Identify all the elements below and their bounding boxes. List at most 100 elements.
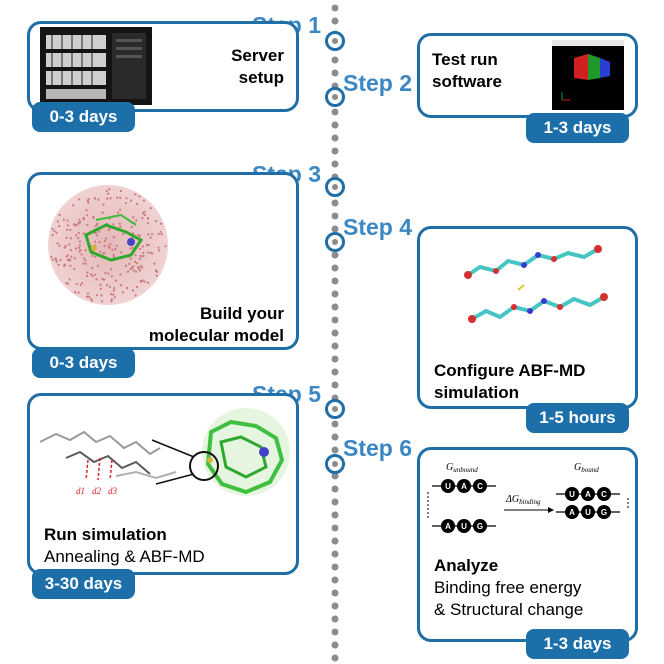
water-molecule <box>81 282 83 284</box>
water-molecule <box>114 296 116 298</box>
water-molecule <box>101 278 103 280</box>
water-molecule <box>140 280 142 282</box>
water-molecule <box>97 265 99 267</box>
timeline-dot <box>332 317 339 324</box>
step-4-label: Step 4 <box>343 216 412 239</box>
step-1-title: Server setup <box>231 45 284 89</box>
water-molecule <box>143 255 145 257</box>
timeline-dot <box>332 70 339 77</box>
water-molecule <box>74 257 76 259</box>
water-molecule <box>134 254 136 256</box>
water-molecule <box>76 283 78 285</box>
timeline-dot <box>332 369 339 376</box>
water-molecule <box>100 294 102 296</box>
timeline-dot <box>332 642 339 649</box>
water-molecule <box>80 284 82 286</box>
water-molecule <box>144 214 146 216</box>
water-molecule <box>77 223 79 225</box>
step-2-card: Test run software <box>417 33 638 118</box>
timeline-dot <box>332 213 339 220</box>
water-molecule <box>110 197 112 199</box>
water-molecule <box>100 288 102 290</box>
water-molecule <box>109 247 111 249</box>
timeline-dot <box>332 200 339 207</box>
timeline-dot <box>332 57 339 64</box>
water-molecule <box>82 262 84 264</box>
water-molecule <box>135 219 137 221</box>
water-molecule <box>105 237 107 239</box>
water-molecule <box>86 271 88 273</box>
water-molecule <box>90 273 92 275</box>
water-molecule <box>67 224 69 226</box>
water-molecule <box>67 254 69 256</box>
timeline-dot <box>332 5 339 12</box>
timeline-dot <box>332 356 339 363</box>
step-2-duration: 1-3 days <box>526 113 629 143</box>
water-molecule <box>132 247 134 249</box>
water-molecule <box>132 216 134 218</box>
water-molecule <box>107 193 109 195</box>
water-molecule <box>67 220 69 222</box>
delta-g-symbol: ΔG <box>505 494 519 505</box>
svg-text:Gunbound: Gunbound <box>446 462 478 474</box>
water-molecule <box>70 237 72 239</box>
water-molecule <box>85 249 87 251</box>
water-molecule <box>50 256 52 258</box>
water-molecule <box>91 300 93 302</box>
water-molecule <box>78 247 80 249</box>
unbound-top-base-1: U <box>445 482 451 491</box>
step-2-marker <box>325 87 345 107</box>
water-molecule <box>74 291 76 293</box>
water-molecule <box>101 300 103 302</box>
distance-label-2: d2 <box>92 486 102 496</box>
water-molecule <box>147 222 149 224</box>
water-molecule <box>104 245 106 247</box>
water-molecule <box>91 267 93 269</box>
water-molecule <box>134 193 136 195</box>
water-molecule <box>139 269 141 271</box>
water-molecule <box>134 261 136 263</box>
water-molecule <box>150 237 152 239</box>
water-molecule <box>104 272 106 274</box>
water-molecule <box>156 275 158 277</box>
water-molecule <box>138 268 140 270</box>
water-molecule <box>55 257 57 259</box>
water-molecule <box>72 204 74 206</box>
water-molecule <box>109 243 111 245</box>
water-molecule <box>110 268 112 270</box>
water-molecule <box>107 273 109 275</box>
distance-label-1: d1 <box>76 486 85 496</box>
water-molecule <box>114 248 116 250</box>
water-molecule <box>132 266 134 268</box>
water-molecule <box>157 247 159 249</box>
timeline-dot <box>332 252 339 259</box>
water-molecule <box>85 209 87 211</box>
water-molecule <box>87 200 89 202</box>
water-molecule <box>122 233 124 235</box>
water-molecule <box>139 258 141 260</box>
unbound-top-base-2: A <box>461 482 467 491</box>
water-molecule <box>59 259 61 261</box>
water-molecule <box>69 229 71 231</box>
water-molecule <box>58 245 60 247</box>
step-6-title: Analyze Binding free energy & Structural… <box>434 555 583 621</box>
water-molecule <box>122 291 124 293</box>
water-molecule <box>79 250 81 252</box>
water-molecule <box>110 300 112 302</box>
svg-text:ΔGbinding: ΔGbinding <box>505 494 541 506</box>
step-6-marker <box>325 454 345 474</box>
water-molecule <box>147 233 149 235</box>
water-molecule <box>104 240 106 242</box>
unbound-top-base-3: C <box>477 482 483 491</box>
water-molecule <box>106 190 108 192</box>
water-molecule <box>147 251 149 253</box>
water-molecule <box>116 197 118 199</box>
water-molecule <box>125 197 127 199</box>
step-5-duration: 3-30 days <box>32 569 135 599</box>
step-1-marker <box>325 31 345 51</box>
step-4-marker <box>325 232 345 252</box>
timeline-dot <box>332 278 339 285</box>
water-molecule <box>109 286 111 288</box>
bound-bottom-base-2: U <box>585 508 591 517</box>
water-molecule <box>75 247 77 249</box>
